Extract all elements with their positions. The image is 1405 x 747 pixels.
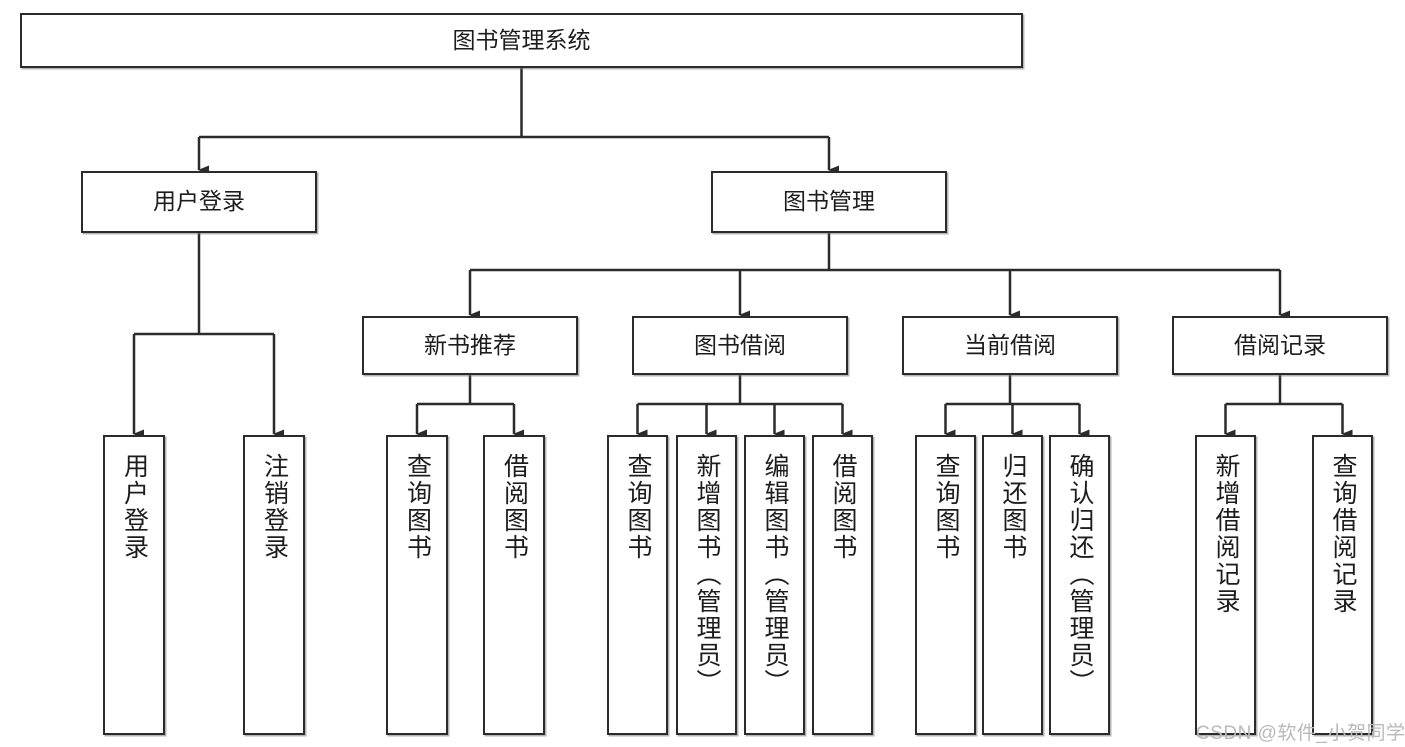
node-leaf-user-logout[interactable]: 注销登录: [243, 435, 305, 735]
node-login[interactable]: 用户登录: [81, 171, 317, 233]
node-newbook[interactable]: 新书推荐: [362, 316, 578, 375]
node-borrow[interactable]: 图书借阅: [632, 316, 848, 375]
node-leaf-borrow-query[interactable]: 查询图书: [607, 435, 668, 735]
node-root[interactable]: 图书管理系统: [20, 13, 1023, 68]
node-label-login: 用户登录: [153, 188, 245, 215]
node-leaf-borrow-edit[interactable]: 编辑图书（管理员）: [744, 435, 805, 735]
node-bookmgmt[interactable]: 图书管理: [711, 171, 947, 233]
node-leaf-borrow-add[interactable]: 新增图书（管理员）: [676, 435, 737, 735]
node-leaf-current-return[interactable]: 归还图书: [982, 435, 1043, 735]
node-label-root: 图书管理系统: [452, 26, 591, 53]
node-current[interactable]: 当前借阅: [902, 316, 1118, 375]
node-label-leaf-new-query: 查询图书: [403, 453, 432, 561]
node-leaf-record-add[interactable]: 新增借阅记录: [1195, 435, 1256, 735]
node-leaf-user-login[interactable]: 用户登录: [103, 435, 165, 735]
node-label-current: 当前借阅: [964, 331, 1056, 358]
node-label-bookmgmt: 图书管理: [783, 188, 875, 215]
node-label-leaf-user-logout: 注销登录: [260, 453, 289, 561]
node-label-leaf-borrow-edit: 编辑图书（管理员）: [761, 453, 789, 696]
node-label-newbook: 新书推荐: [424, 331, 516, 358]
node-records[interactable]: 借阅记录: [1172, 316, 1388, 375]
node-leaf-current-confirm[interactable]: 确认归还（管理员）: [1049, 435, 1110, 735]
node-label-leaf-borrow-add: 新增图书（管理员）: [693, 453, 721, 696]
node-leaf-new-query[interactable]: 查询图书: [386, 435, 448, 735]
csdn-watermark: CSDN @软件_小贺同学: [1196, 723, 1405, 744]
node-label-borrow: 图书借阅: [694, 331, 786, 358]
node-leaf-borrow-lend[interactable]: 借阅图书: [812, 435, 873, 735]
tree-connectors: [132, 68, 1353, 439]
node-label-leaf-record-add: 新增借阅记录: [1212, 453, 1240, 615]
node-leaf-new-borrow[interactable]: 借阅图书: [483, 435, 545, 735]
node-label-leaf-borrow-query: 查询图书: [624, 453, 652, 561]
node-label-leaf-current-confirm: 确认归还（管理员）: [1066, 453, 1094, 696]
node-label-leaf-current-query: 查询图书: [932, 453, 960, 561]
node-label-leaf-borrow-lend: 借阅图书: [829, 453, 857, 561]
node-label-leaf-new-borrow: 借阅图书: [500, 453, 529, 561]
node-label-records: 借阅记录: [1234, 331, 1326, 358]
node-label-leaf-current-return: 归还图书: [999, 453, 1027, 561]
node-label-leaf-record-query: 查询借阅记录: [1329, 453, 1357, 615]
node-leaf-record-query[interactable]: 查询借阅记录: [1312, 435, 1373, 735]
node-label-leaf-user-login: 用户登录: [120, 453, 149, 561]
node-leaf-current-query[interactable]: 查询图书: [915, 435, 976, 735]
